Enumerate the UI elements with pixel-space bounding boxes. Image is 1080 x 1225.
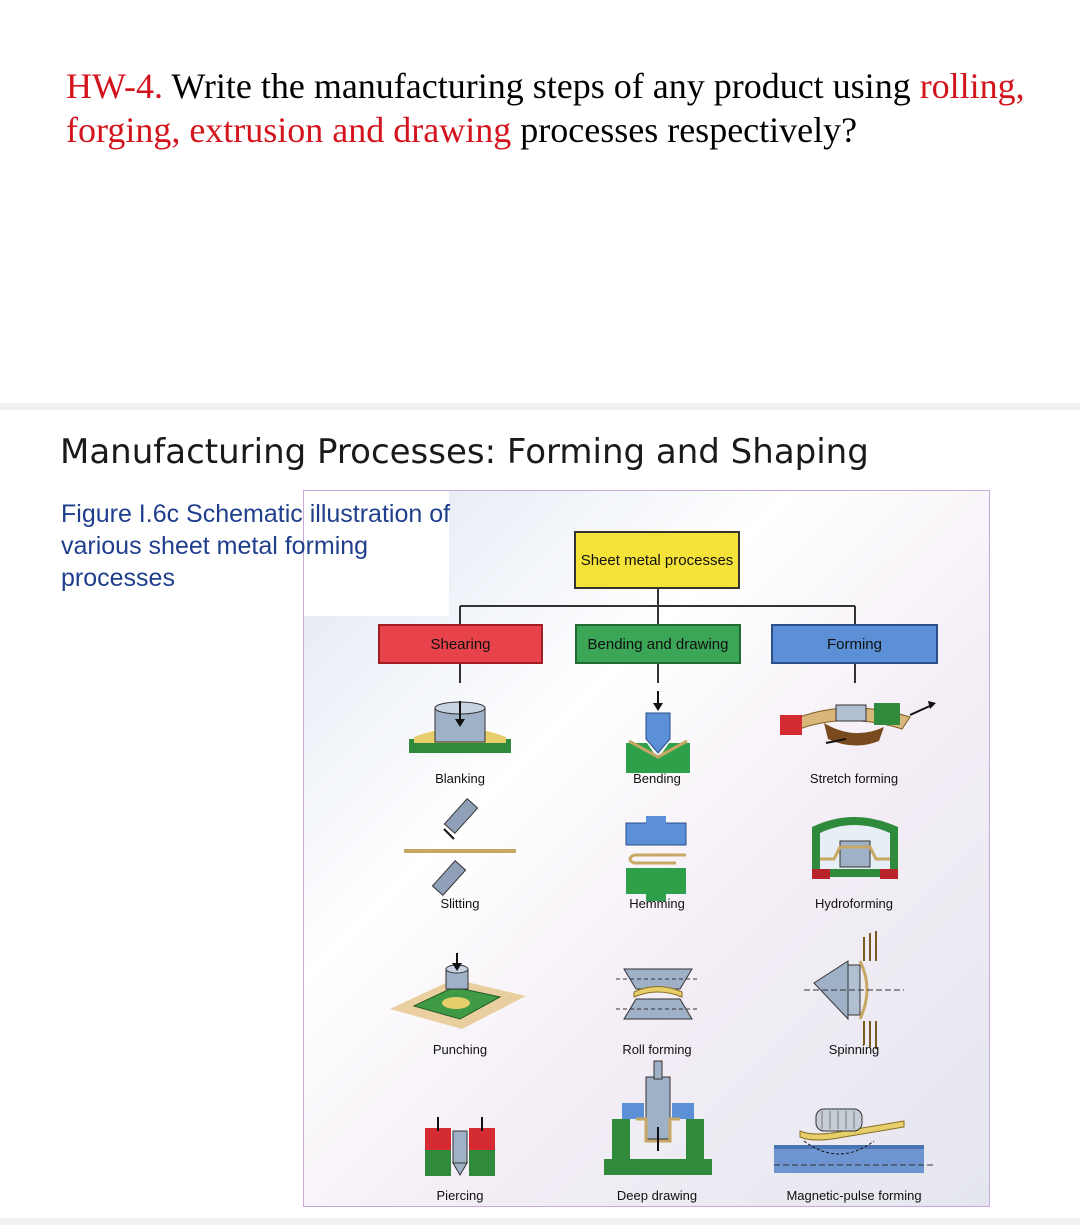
homework-text-2: processes respectively?	[511, 110, 858, 150]
process-label-deep-drawing: Deep drawing	[616, 1188, 698, 1203]
magnetic-pulse-forming-icon	[774, 1108, 934, 1173]
homework-question: HW-4. Write the manufacturing steps of a…	[66, 64, 1026, 152]
slitting-icon	[404, 797, 516, 897]
homework-processes: rolling, forging, extrusion and drawing	[66, 66, 1025, 150]
process-label-stretch-forming: Stretch forming	[809, 771, 899, 786]
slide-title: Manufacturing Processes: Forming and Sha…	[60, 432, 869, 472]
process-label-hemming: Hemming	[629, 896, 685, 911]
homework-text-1: Write the manufacturing steps of any pro…	[162, 66, 920, 106]
caption-background	[304, 491, 449, 616]
slide-page: Manufacturing Processes: Forming and Sha…	[0, 410, 1080, 1218]
process-label-hydroforming: Hydroforming	[814, 896, 894, 911]
process-label-magnetic-pulse-forming: Magnetic-pulse forming	[786, 1188, 922, 1203]
bending-icon	[626, 691, 690, 773]
root-label: Sheet metal processes	[580, 551, 734, 569]
process-label-bending: Bending	[633, 771, 681, 786]
process-label-piercing: Piercing	[436, 1188, 484, 1203]
category-label-forming: Forming	[826, 635, 882, 653]
piercing-icon	[425, 1117, 495, 1176]
roll-forming-icon	[616, 968, 700, 1020]
deep-drawing-icon	[604, 1060, 712, 1175]
spinning-icon	[804, 931, 904, 1049]
category-box-forming: Forming	[771, 624, 938, 664]
hemming-icon	[625, 816, 687, 901]
process-label-punching: Punching	[432, 1042, 488, 1057]
process-label-slitting: Slitting	[440, 896, 480, 911]
stretch-forming-icon	[780, 701, 936, 746]
homework-page: HW-4. Write the manufacturing steps of a…	[0, 0, 1080, 403]
category-box-bending-and-drawing: Bending and drawing	[575, 624, 741, 664]
category-label-bending-and-drawing: Bending and drawing	[587, 635, 729, 653]
blanking-icon	[409, 701, 511, 753]
sheet-metal-diagram: Sheet metal processes Shearing Bending a…	[303, 490, 990, 1207]
process-label-roll-forming: Roll forming	[622, 1042, 692, 1057]
figure-caption: Figure I.6c Schematic illustration of va…	[61, 500, 451, 592]
process-label-blanking: Blanking	[435, 771, 485, 786]
diagram-illustrations	[390, 589, 936, 1176]
homework-number: HW-4.	[66, 66, 163, 106]
connector-lines	[459, 589, 856, 683]
root-box-sheet-metal-processes: Sheet metal processes	[574, 531, 740, 589]
punching-icon	[390, 953, 526, 1029]
category-box-shearing: Shearing	[378, 624, 543, 664]
category-label-shearing: Shearing	[430, 635, 491, 653]
hydroforming-icon	[812, 817, 898, 879]
process-label-spinning: Spinning	[828, 1042, 880, 1057]
